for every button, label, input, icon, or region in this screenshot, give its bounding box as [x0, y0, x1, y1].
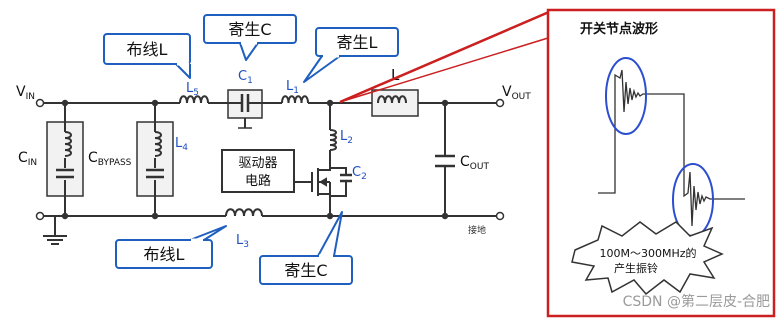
cin-parasitic-box: [46, 121, 84, 197]
vout-label: VOUT: [502, 84, 531, 102]
driver-circuit-box: [221, 149, 295, 193]
wires: [40, 102, 500, 235]
cbypass-parasitic-box: [136, 121, 174, 197]
output-inductor-label: L: [391, 66, 400, 84]
capacitor-cout: [435, 154, 455, 168]
capacitor-c1-box: [227, 89, 263, 129]
junction-nodes: [61, 99, 449, 220]
inductor-l2: [329, 129, 337, 151]
l4-label: L4: [175, 136, 188, 153]
cin-label: CIN: [18, 150, 37, 168]
ground-symbol: [43, 235, 67, 245]
inductor-l3: [225, 208, 263, 217]
callout-wiring-bottom-text: 布线L: [144, 245, 185, 264]
c2-label: C2: [352, 165, 367, 182]
mosfet-switch: [311, 165, 352, 197]
l1-label: L1: [286, 79, 299, 96]
driver-label-line2: 电路: [245, 173, 271, 189]
terminals: [35, 98, 505, 221]
callout-wiring-top: [103, 33, 191, 79]
l5-label: L5: [186, 81, 199, 98]
cbypass-label: CBYPASS: [88, 150, 132, 168]
inductor-l1: [281, 95, 309, 104]
c1-label: C1: [238, 69, 253, 86]
burst-text-line1: 100M～300MHz的: [599, 246, 696, 260]
watermark: CSDN @第二层皮-合肥: [623, 293, 770, 310]
callout-parasitic-c-top: [203, 14, 297, 61]
panel-title: 开关节点波形: [580, 21, 658, 37]
l2-label: L2: [340, 129, 353, 146]
l3-label: L3: [236, 233, 249, 250]
driver-label-line1: 驱动器: [238, 156, 277, 171]
vin-label: VIN: [16, 84, 35, 102]
callout-parasitic-l-top-text: 寄生L: [337, 33, 378, 52]
ringing-burst-shape: [571, 221, 724, 296]
switch-node-waveform: [598, 69, 745, 227]
callout-parasitic-c-bottom-text: 寄生C: [284, 261, 327, 280]
ground-label: 接地: [468, 224, 486, 236]
switch-node-pointer: [339, 10, 550, 104]
callout-wiring-bottom: [115, 225, 227, 269]
ring-highlight-top: [605, 57, 647, 135]
callout-parasitic-c-bottom: [259, 211, 353, 285]
cout-label: COUT: [460, 154, 489, 172]
burst-text-line2: 产生振铃: [614, 261, 658, 275]
callout-wiring-top-text: 布线L: [127, 40, 168, 59]
callout-parasitic-c-top-text: 寄生C: [228, 20, 271, 39]
callout-parasitic-l-top: [303, 27, 399, 83]
inductor-l5: [179, 95, 209, 104]
output-inductor-box: [371, 89, 419, 117]
